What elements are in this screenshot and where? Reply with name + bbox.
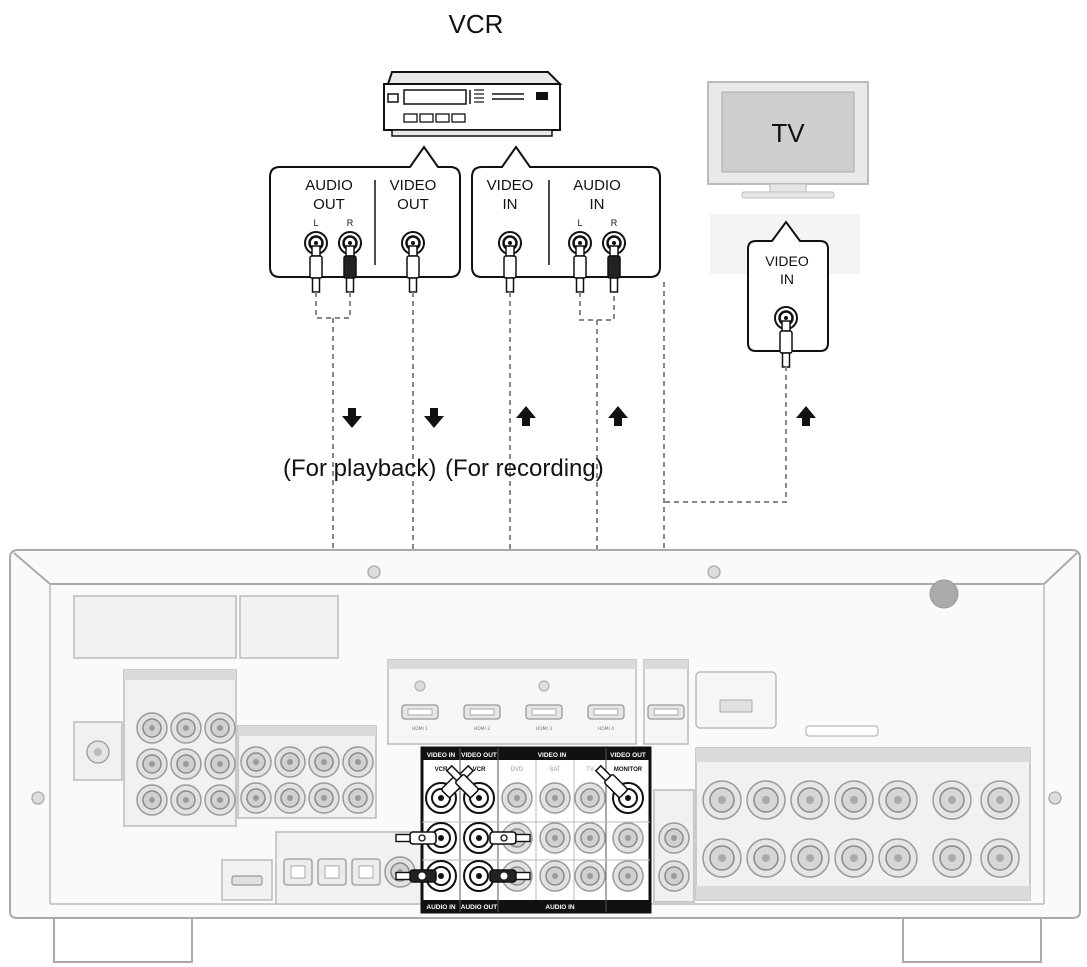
svg-text:VIDEO: VIDEO bbox=[487, 177, 534, 194]
svg-text:VIDEO: VIDEO bbox=[390, 177, 437, 194]
svg-text:VIDEO IN: VIDEO IN bbox=[538, 752, 567, 759]
svg-text:AUDIO IN: AUDIO IN bbox=[545, 904, 575, 911]
playback-caption: (For playback) bbox=[283, 455, 436, 482]
vcr-input-panel bbox=[471, 145, 661, 278]
svg-text:HDMI 1: HDMI 1 bbox=[412, 726, 428, 732]
hdmi-input-block: HDMI 1 HDMI 2 HDMI 3 HDMI 4 bbox=[387, 659, 637, 745]
tv-video-in-panel: VIDEO IN bbox=[747, 220, 829, 352]
svg-text:OUT: OUT bbox=[313, 196, 345, 213]
vcr-video-in-label: VIDEO IN bbox=[487, 177, 534, 213]
arrow-up-icon bbox=[608, 406, 628, 426]
tv-video-in-plug bbox=[779, 320, 793, 368]
svg-text:HDMI 4: HDMI 4 bbox=[598, 726, 614, 732]
usb-port bbox=[221, 859, 273, 901]
svg-text:IN: IN bbox=[780, 271, 794, 287]
receiver-vcr-video-out-plug bbox=[445, 764, 479, 798]
tv-video-cable bbox=[664, 366, 787, 503]
digital-audio-block bbox=[275, 831, 423, 905]
vcr-audio-out-label: AUDIO OUT L R bbox=[305, 177, 354, 228]
audio-in-r-plug bbox=[607, 245, 621, 293]
audio-in-l-plug bbox=[573, 245, 587, 293]
arrow-down-icon bbox=[342, 408, 362, 428]
svg-text:DVD: DVD bbox=[511, 767, 524, 773]
component-input-block bbox=[123, 669, 237, 827]
svg-text:AUDIO: AUDIO bbox=[305, 177, 353, 194]
video-in-plug bbox=[503, 245, 517, 293]
svg-text:(For recording): (For recording) bbox=[445, 455, 604, 482]
tv-screen-label: TV bbox=[771, 118, 805, 148]
vcr-video-out-label: VIDEO OUT bbox=[390, 177, 437, 213]
ipod-dock-block bbox=[695, 671, 777, 729]
vcr-title: VCR bbox=[449, 9, 504, 39]
video-out-plug bbox=[406, 245, 420, 293]
arrow-up-icon bbox=[516, 406, 536, 426]
svg-text:IN: IN bbox=[590, 196, 605, 213]
audio-out-r-plug bbox=[343, 245, 357, 293]
arrow-up-icon bbox=[796, 406, 816, 426]
svg-text:R: R bbox=[347, 218, 354, 228]
receiver-jack-labels: VCR VCR DVD SAT TV MONITOR bbox=[435, 767, 643, 773]
receiver-fan-blocks bbox=[73, 595, 339, 659]
vcr-audio-in-label: AUDIO IN L R bbox=[573, 177, 621, 228]
svg-text:SAT: SAT bbox=[549, 767, 561, 773]
vcr-device-icon bbox=[383, 71, 563, 137]
svg-text:TV: TV bbox=[586, 767, 594, 773]
svg-text:AUDIO IN: AUDIO IN bbox=[426, 904, 456, 911]
svg-text:L: L bbox=[313, 218, 318, 228]
svg-text:VCR: VCR bbox=[435, 767, 448, 773]
svg-text:VIDEO IN: VIDEO IN bbox=[427, 752, 456, 759]
svg-text:VIDEO OUT: VIDEO OUT bbox=[461, 752, 497, 759]
receiver-section-labels: VIDEO IN VIDEO OUT VIDEO IN VIDEO OUT AU… bbox=[426, 752, 646, 911]
audio-out-l-plug bbox=[309, 245, 323, 293]
antenna-terminal bbox=[73, 721, 123, 781]
svg-text:R: R bbox=[611, 218, 618, 228]
tv-device-icon: TV bbox=[707, 81, 869, 274]
svg-text:AUDIO OUT: AUDIO OUT bbox=[461, 904, 498, 911]
svg-text:(For playback): (For playback) bbox=[283, 455, 436, 482]
svg-text:HDMI 2: HDMI 2 bbox=[474, 726, 490, 732]
svg-text:HDMI 3: HDMI 3 bbox=[536, 726, 552, 732]
svg-text:VCR: VCR bbox=[473, 767, 486, 773]
svg-text:L: L bbox=[577, 218, 582, 228]
speaker-terminals bbox=[695, 747, 1031, 901]
multichannel-input-block bbox=[237, 725, 377, 819]
svg-text:IN: IN bbox=[503, 196, 518, 213]
arrow-down-icon bbox=[424, 408, 444, 428]
speaker-impedance-label bbox=[805, 725, 879, 737]
hdmi-output-block bbox=[643, 659, 689, 745]
svg-text:OUT: OUT bbox=[397, 196, 429, 213]
tv-video-in-label: VIDEO bbox=[765, 253, 809, 269]
svg-text:AUDIO: AUDIO bbox=[573, 177, 621, 194]
svg-text:MONITOR: MONITOR bbox=[614, 767, 643, 773]
monitor-sub-block bbox=[653, 789, 695, 903]
svg-text:VCR: VCR bbox=[449, 9, 504, 39]
receiver-monitor-out-plug bbox=[594, 764, 628, 798]
svg-text:VIDEO OUT: VIDEO OUT bbox=[610, 752, 646, 759]
recording-caption: (For recording) bbox=[445, 455, 604, 482]
vcr-output-panel bbox=[269, 145, 461, 278]
